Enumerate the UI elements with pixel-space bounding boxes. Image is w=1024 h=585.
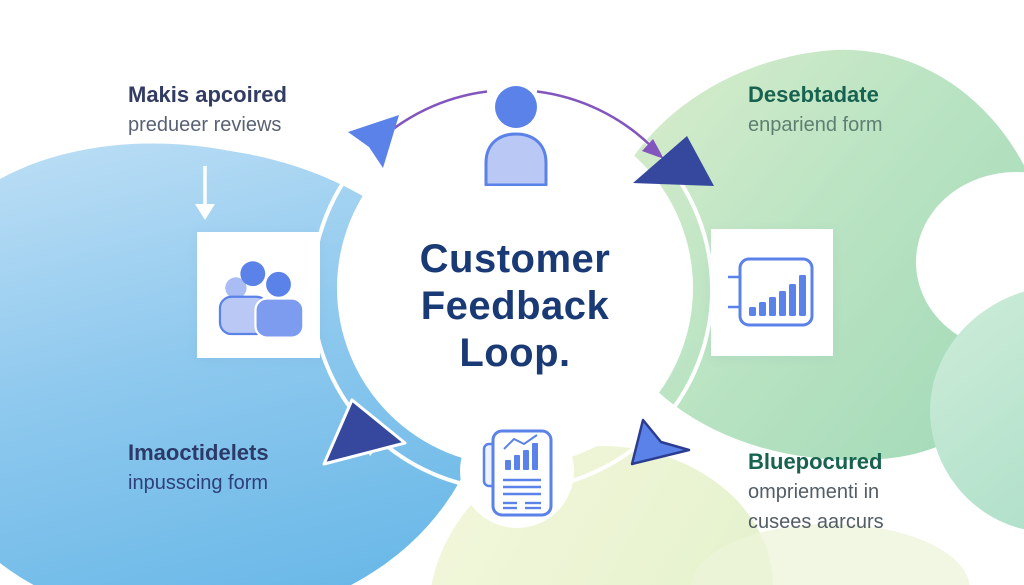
- label-bottom-left: Imaoctidelets inpusscing form: [128, 438, 408, 498]
- label-bottom-right-heading: Bluepocured: [748, 449, 883, 474]
- label-top-right-heading: Desebtadate: [748, 82, 879, 107]
- label-bottom-right-sub-1: ompriementi in: [748, 481, 880, 503]
- label-top-right-sub: enpariend form: [748, 114, 883, 136]
- title-line-2: Feedback: [420, 284, 610, 329]
- label-top-left-sub: predueer reviews: [128, 114, 282, 136]
- label-bottom-left-heading: Imaoctidelets: [128, 440, 269, 465]
- label-bottom-right-sub-2: cusees aarcurs: [748, 511, 884, 533]
- people-group-icon: [218, 261, 304, 339]
- label-top-left: Makis apcoired predueer reviews: [128, 80, 408, 140]
- report-document-icon: [482, 429, 553, 517]
- page-title: Customer Feedback Loop.: [365, 236, 665, 378]
- purple-arc-right: [536, 90, 652, 147]
- purple-arrowhead-icon: [642, 139, 664, 159]
- label-top-left-heading: Makis apcoired: [128, 82, 287, 107]
- arrow-down-right-icon: [633, 136, 714, 186]
- title-line-1: Customer: [419, 237, 611, 281]
- card-people-group: [197, 232, 320, 358]
- title-line-3: Loop.: [459, 331, 571, 376]
- down-arrow-icon: [195, 204, 215, 220]
- bar-chart-icon: [728, 257, 814, 326]
- label-bottom-left-sub: inpusscing form: [128, 472, 269, 494]
- card-bar-chart: [711, 229, 833, 356]
- arrow-up-right-icon: [348, 115, 399, 168]
- arrow-down-left-icon: [630, 418, 691, 466]
- arrow-left-icon: [322, 398, 407, 466]
- user-icon: [484, 86, 548, 186]
- label-bottom-right: Bluepocured ompriementi in cusees aarcur…: [748, 447, 1024, 537]
- label-top-right: Desebtadate enpariend form: [748, 80, 1024, 140]
